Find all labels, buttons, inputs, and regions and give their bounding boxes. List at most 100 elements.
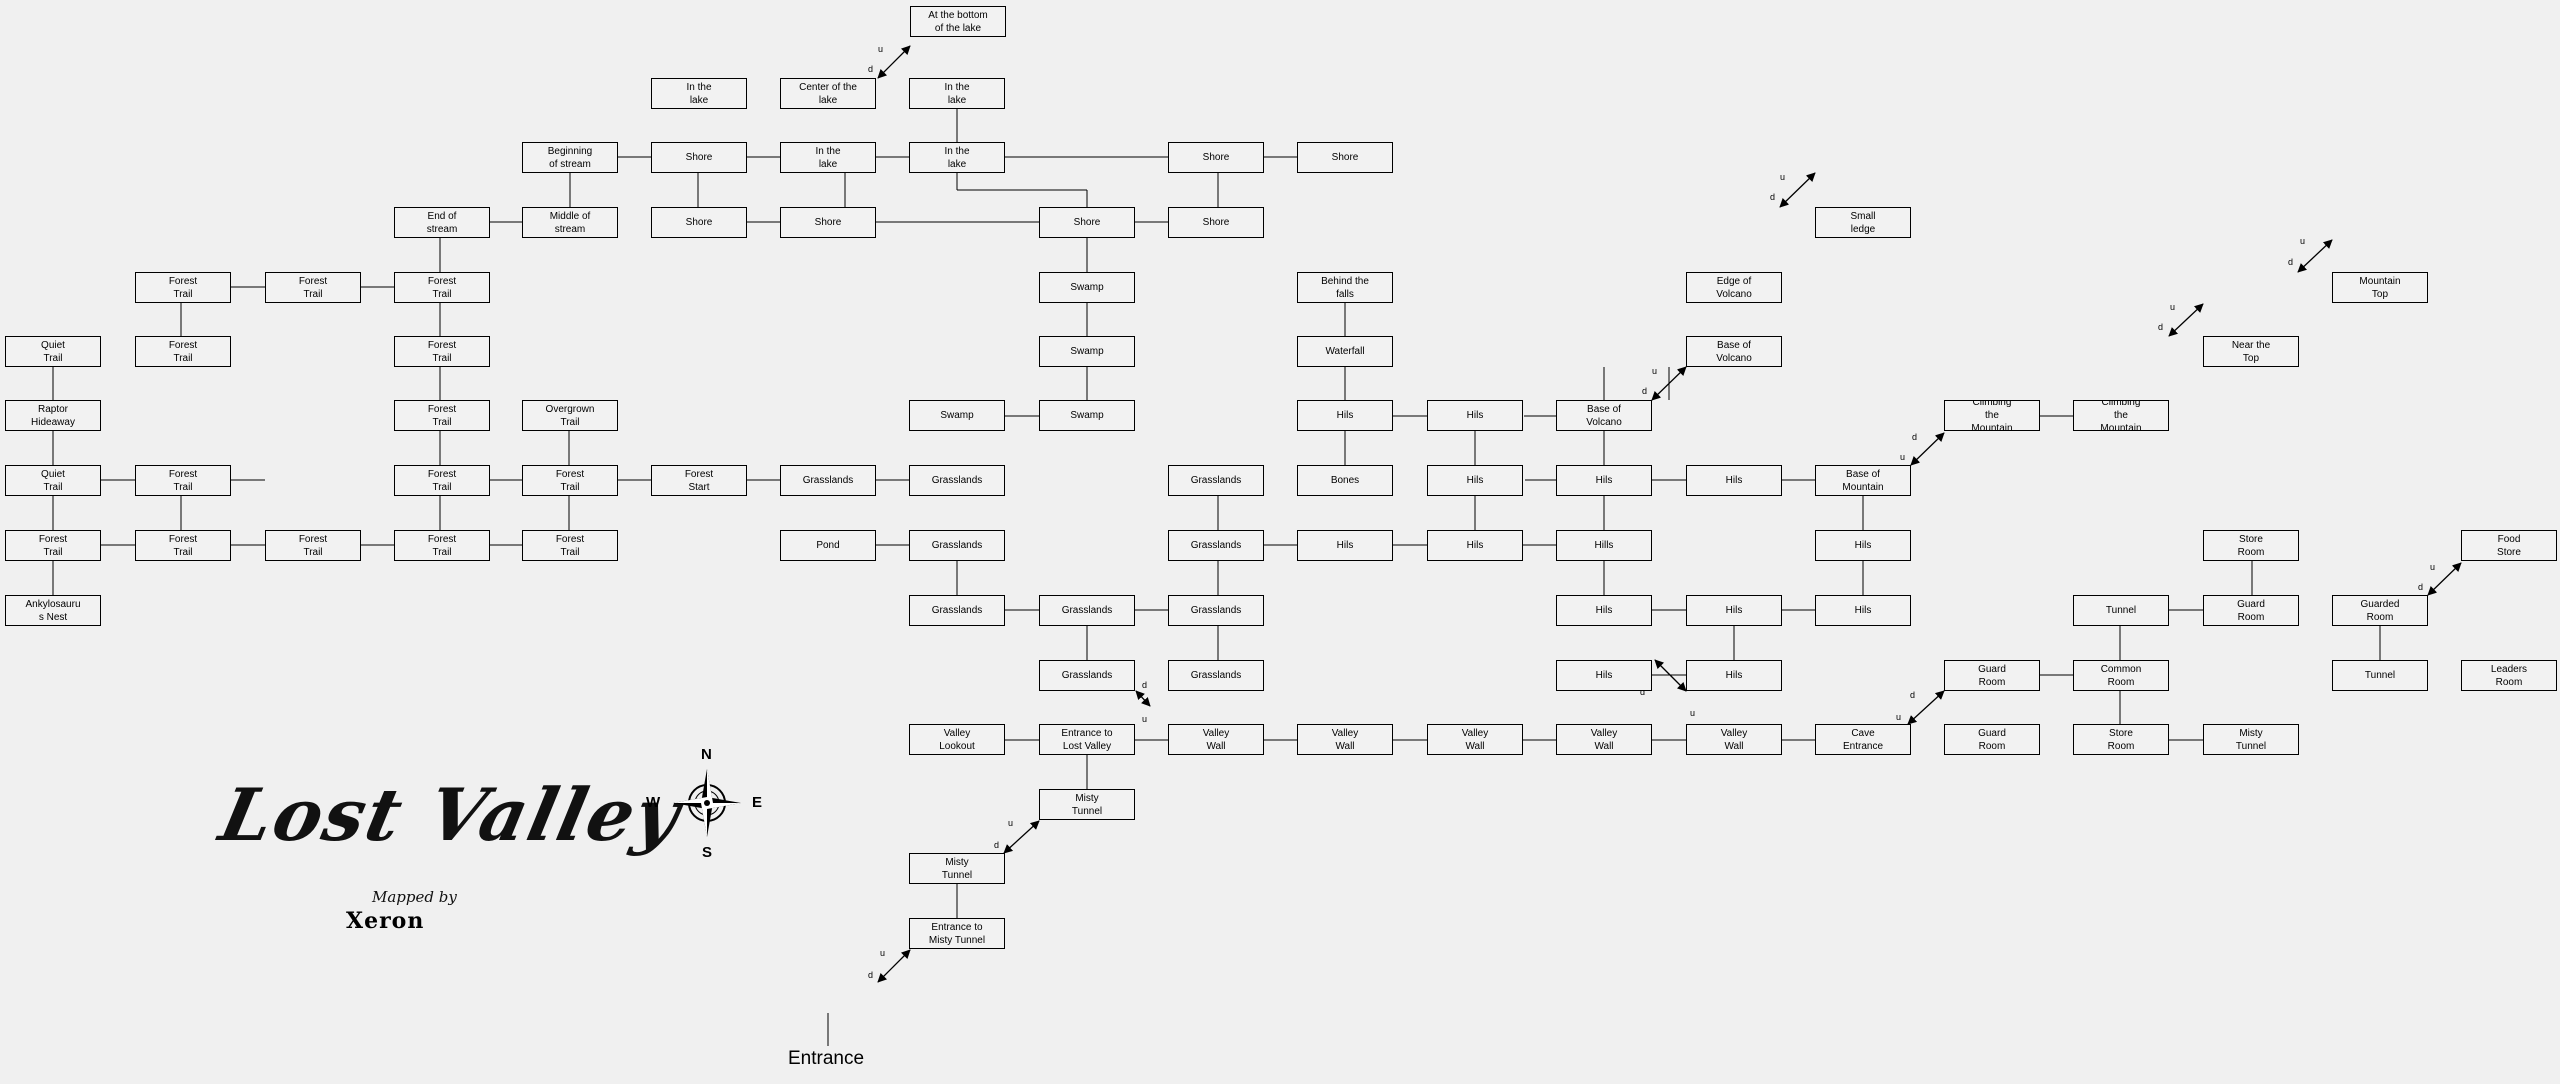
room-box[interactable]: In the lake [651,78,747,109]
room-box[interactable]: Shore [780,207,876,238]
room-box[interactable]: Forest Trail [522,530,618,561]
room-box[interactable]: Misty Tunnel [909,853,1005,884]
room-box[interactable]: Forest Trail [135,272,231,303]
room-box[interactable]: Tunnel [2332,660,2428,691]
room-box[interactable]: Forest Start [651,465,747,496]
room-box[interactable]: Base of Volcano [1686,336,1782,367]
room-box[interactable]: In the lake [780,142,876,173]
room-box[interactable]: Swamp [1039,336,1135,367]
room-box[interactable]: Small ledge [1815,207,1911,238]
room-box[interactable]: Near the Top [2203,336,2299,367]
room-box[interactable]: Entrance to Lost Valley [1039,724,1135,755]
room-box[interactable]: Hils [1556,660,1652,691]
room-box[interactable]: Forest Trail [394,465,490,496]
room-box[interactable]: Hils [1556,465,1652,496]
room-box[interactable]: At the bottom of the lake [910,6,1006,37]
room-box[interactable]: Grasslands [780,465,876,496]
room-box[interactable]: Grasslands [1039,595,1135,626]
room-box[interactable]: Guard Room [2203,595,2299,626]
room-box[interactable]: Misty Tunnel [2203,724,2299,755]
room-box[interactable]: Forest Trail [265,272,361,303]
room-box[interactable]: Shore [1168,207,1264,238]
room-box[interactable]: Hils [1686,660,1782,691]
room-box[interactable]: Grasslands [1039,660,1135,691]
room-box[interactable]: Entrance to Misty Tunnel [909,918,1005,949]
room-box[interactable]: Valley Wall [1427,724,1523,755]
room-box[interactable]: Forest Trail [5,530,101,561]
room-box[interactable]: Swamp [1039,400,1135,431]
room-box[interactable]: Base of Mountain [1815,465,1911,496]
room-box[interactable]: Ankylosauru s Nest [5,595,101,626]
room-box[interactable]: In the lake [909,78,1005,109]
room-box[interactable]: Grasslands [909,530,1005,561]
room-box[interactable]: Hils [1427,530,1523,561]
room-box[interactable]: Hils [1427,400,1523,431]
room-box[interactable]: Quiet Trail [5,336,101,367]
room-box[interactable]: Swamp [909,400,1005,431]
room-box[interactable]: Beginning of stream [522,142,618,173]
room-box[interactable]: Food Store [2461,530,2557,561]
room-box[interactable]: Middle of stream [522,207,618,238]
room-box[interactable]: Valley Wall [1686,724,1782,755]
room-box[interactable]: Forest Trail [522,465,618,496]
room-box[interactable]: Misty Tunnel [1039,789,1135,820]
room-box[interactable]: Mountain Top [2332,272,2428,303]
room-box[interactable]: Store Room [2073,724,2169,755]
room-box[interactable]: Raptor Hideaway [5,400,101,431]
room-box[interactable]: Grasslands [1168,595,1264,626]
room-box[interactable]: Cave Entrance [1815,724,1911,755]
room-box[interactable]: Forest Trail [394,272,490,303]
room-box[interactable]: Store Room [2203,530,2299,561]
room-box[interactable]: Leaders Room [2461,660,2557,691]
room-box[interactable]: Guard Room [1944,724,2040,755]
room-box[interactable]: Pond [780,530,876,561]
room-box[interactable]: Hils [1427,465,1523,496]
room-box[interactable]: Grasslands [1168,530,1264,561]
room-box[interactable]: Shore [651,142,747,173]
room-box[interactable]: Hills [1556,530,1652,561]
room-box[interactable]: Valley Lookout [909,724,1005,755]
room-box[interactable]: Base of Volcano [1556,400,1652,431]
room-box[interactable]: Valley Wall [1556,724,1652,755]
room-box[interactable]: Climbing the Mountain [2073,400,2169,431]
room-box[interactable]: Climbing the Mountain [1944,400,2040,431]
room-box[interactable]: Forest Trail [265,530,361,561]
room-box[interactable]: Hils [1815,595,1911,626]
room-box[interactable]: In the lake [909,142,1005,173]
room-box[interactable]: Hils [1815,530,1911,561]
room-box[interactable]: End of stream [394,207,490,238]
room-box[interactable]: Forest Trail [135,336,231,367]
room-box[interactable]: Guarded Room [2332,595,2428,626]
room-box[interactable]: Waterfall [1297,336,1393,367]
room-box[interactable]: Shore [1168,142,1264,173]
room-box[interactable]: Forest Trail [135,530,231,561]
room-box[interactable]: Forest Trail [135,465,231,496]
room-box[interactable]: Hils [1686,595,1782,626]
room-box[interactable]: Behind the falls [1297,272,1393,303]
room-box[interactable]: Swamp [1039,272,1135,303]
room-box[interactable]: Valley Wall [1168,724,1264,755]
room-box[interactable]: Overgrown Trail [522,400,618,431]
room-box[interactable]: Grasslands [1168,465,1264,496]
room-box[interactable]: Forest Trail [394,336,490,367]
room-box[interactable]: Shore [1297,142,1393,173]
room-box[interactable]: Forest Trail [394,530,490,561]
room-box[interactable]: Hils [1297,530,1393,561]
room-box[interactable]: Tunnel [2073,595,2169,626]
room-box[interactable]: Grasslands [1168,660,1264,691]
room-box[interactable]: Grasslands [909,465,1005,496]
room-box[interactable]: Forest Trail [394,400,490,431]
room-box[interactable]: Common Room [2073,660,2169,691]
room-box[interactable]: Hils [1297,400,1393,431]
room-box[interactable]: Hils [1556,595,1652,626]
room-box[interactable]: Grasslands [909,595,1005,626]
room-box[interactable]: Hils [1686,465,1782,496]
room-box[interactable]: Center of the lake [780,78,876,109]
room-box[interactable]: Valley Wall [1297,724,1393,755]
room-box[interactable]: Shore [1039,207,1135,238]
room-box[interactable]: Bones [1297,465,1393,496]
room-box[interactable]: Guard Room [1944,660,2040,691]
room-box[interactable]: Shore [651,207,747,238]
room-box[interactable]: Quiet Trail [5,465,101,496]
room-box[interactable]: Edge of Volcano [1686,272,1782,303]
